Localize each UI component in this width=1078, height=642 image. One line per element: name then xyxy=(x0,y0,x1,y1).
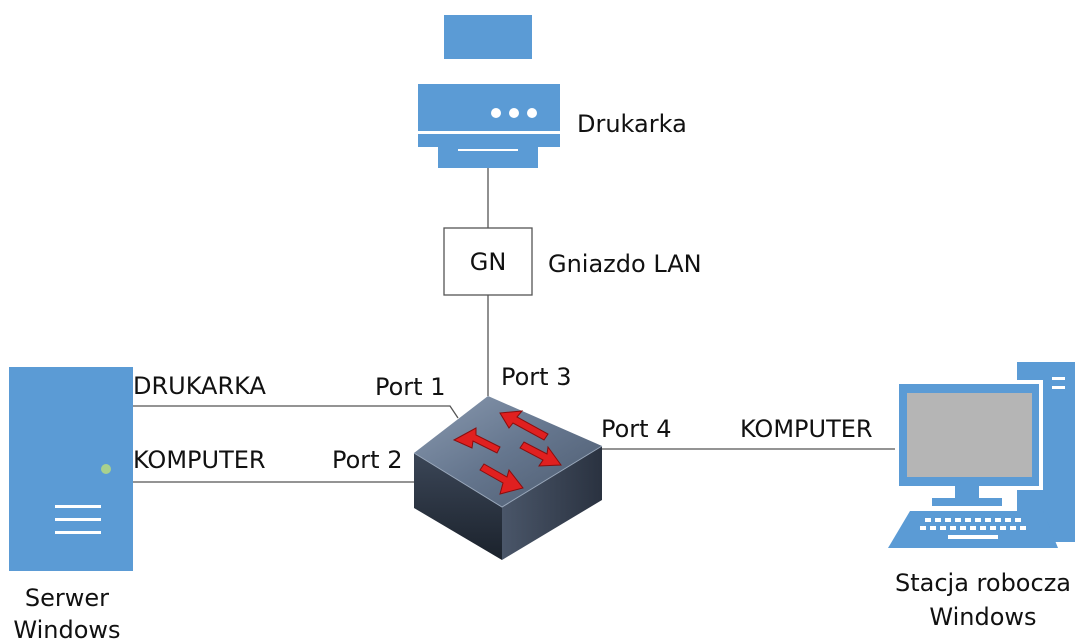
server-label-line1: Serwer xyxy=(25,584,109,612)
link-label-komputer-workstation: KOMPUTER xyxy=(740,415,873,443)
server-label-line2: Windows xyxy=(13,616,120,642)
switch-arrows xyxy=(452,410,562,495)
wire-server-port1 xyxy=(133,405,459,419)
socket-box-text: GN xyxy=(470,248,507,276)
port3-label: Port 3 xyxy=(501,363,571,391)
printer-light-1 xyxy=(491,108,501,118)
printer-icon xyxy=(418,15,560,168)
server-power-led xyxy=(101,464,111,474)
arrow-up-left-icon xyxy=(499,410,549,441)
connection-lines xyxy=(133,168,899,483)
port2-label: Port 2 xyxy=(332,446,402,474)
arrow-right-icon xyxy=(519,441,562,467)
port4-label: Port 4 xyxy=(601,415,671,443)
arrow-down-right-icon xyxy=(479,463,524,495)
link-label-komputer-server: KOMPUTER xyxy=(133,446,266,474)
desktop-computer-icon xyxy=(888,362,1075,548)
arrow-left-icon xyxy=(452,427,501,454)
monitor-screen xyxy=(907,393,1032,477)
workstation-label-line1: Stacja robocza xyxy=(895,569,1071,597)
lan-socket-icon xyxy=(443,227,533,296)
printer-light-2 xyxy=(509,108,519,118)
server-icon xyxy=(9,367,133,571)
link-label-drukarka: DRUKARKA xyxy=(133,372,266,400)
printer-light-3 xyxy=(527,108,537,118)
socket-label: Gniazdo LAN xyxy=(548,250,702,278)
network-switch-icon xyxy=(413,396,603,560)
printer-label: Drukarka xyxy=(577,110,687,138)
port1-label: Port 1 xyxy=(375,373,445,401)
workstation-label-line2: Windows xyxy=(929,603,1036,631)
